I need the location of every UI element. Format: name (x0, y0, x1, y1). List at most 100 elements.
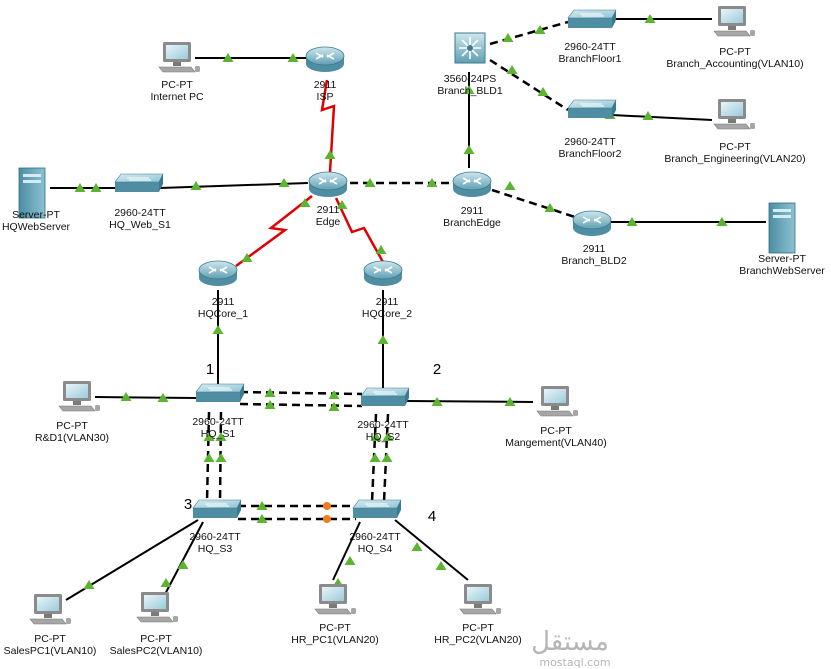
device-name-label: HQCore_1 (198, 308, 248, 320)
device-model-label: 2960-24TT (192, 416, 244, 428)
link-up-indicator (544, 203, 556, 212)
device-name-label: R&D1(VLAN30) (35, 432, 109, 444)
link-up-indicator (426, 178, 438, 187)
device-name-label: HQCore_2 (362, 308, 412, 320)
pc-icon (314, 584, 356, 615)
device-model-label: PC-PT (719, 141, 751, 153)
watermark: مستقل mostaql.com (531, 627, 611, 669)
link-up-indicator (431, 397, 443, 406)
device-model-label: 2911 (212, 296, 235, 308)
device-name-label: SalesPC1(VLAN10) (4, 645, 97, 657)
device-model-label: 2960-24TT (114, 207, 166, 219)
pc-icon (536, 386, 578, 417)
device-model-label: Server-PT (758, 253, 806, 265)
link-up-indicator (83, 580, 95, 589)
device-name-label: BranchFloor2 (558, 148, 621, 160)
device-name-label: Branch_BLD1 (437, 85, 503, 97)
device-name-label: ISP (317, 91, 334, 103)
link-up-indicator (264, 400, 276, 409)
link-edge-hqcore1-serial (235, 195, 313, 268)
device-model-label: Server-PT (12, 209, 60, 221)
link-up-indicator (411, 542, 423, 551)
link-up-indicator (644, 14, 656, 23)
link-up-indicator (370, 432, 382, 441)
link-up-indicator (328, 390, 340, 399)
link-up-indicator (160, 578, 172, 587)
link-up-indicator (324, 150, 336, 159)
link-up-indicator (212, 325, 224, 334)
link-up-indicator (157, 393, 169, 402)
link-hqs4-hrpc2 (394, 519, 469, 581)
device-rd1[interactable]: PC-PTR&D1(VLAN30) (35, 381, 109, 444)
pc-icon (158, 42, 200, 73)
link-up-indicator (241, 253, 253, 262)
l3switch-icon (454, 32, 486, 64)
device-name-label: Branch_Accounting(VLAN10) (666, 58, 803, 70)
device-name-label: BranchWebServer (739, 265, 825, 277)
link-up-indicator (642, 111, 654, 120)
link-up-indicator (504, 181, 516, 190)
link-up-indicator (278, 178, 290, 187)
device-name-label: Branch_Engineering(VLAN20) (664, 153, 805, 165)
device-model-label: PC-PT (319, 622, 351, 634)
link-up-indicator (537, 87, 549, 96)
link-up-indicator (177, 560, 189, 569)
device-name-label: Internet PC (150, 91, 204, 103)
link-up-indicator (203, 432, 215, 441)
device-name-label: BranchFloor1 (558, 53, 621, 65)
area-number-2: 2 (433, 361, 441, 378)
device-name-label: HQ_S1 (201, 428, 236, 440)
link-branchedge-branchbld2 (491, 188, 579, 220)
watermark-arabic: مستقل (531, 627, 609, 657)
link-up-indicator (506, 65, 518, 74)
area-number-4: 4 (428, 508, 436, 525)
device-name-label: HQ_Web_S1 (109, 219, 171, 231)
device-model-label: 2911 (376, 296, 399, 308)
link-up-indicator (534, 25, 546, 34)
link-up-indicator (382, 432, 394, 441)
link-branchbld1-branchfloor1 (489, 20, 569, 46)
device-model-label: 2960-24TT (564, 41, 616, 53)
device-model-label: 2911 (317, 204, 340, 216)
device-model-label: PC-PT (719, 46, 751, 58)
link-edge-hqcore2-serial (334, 197, 385, 263)
area-numbers: 1 2 3 4 (184, 361, 441, 525)
router-icon (572, 210, 612, 236)
router-icon (308, 171, 348, 197)
switch-icon (352, 499, 402, 518)
link-up-indicator (336, 200, 348, 209)
device-name-label: HQ_S2 (366, 431, 401, 443)
link-up-indicator (203, 453, 215, 462)
pc-icon (29, 594, 71, 625)
link-up-indicator (377, 335, 389, 344)
device-model-label: 2960-24TT (357, 419, 409, 431)
area-number-3: 3 (184, 496, 192, 513)
link-up-indicator (463, 85, 475, 94)
